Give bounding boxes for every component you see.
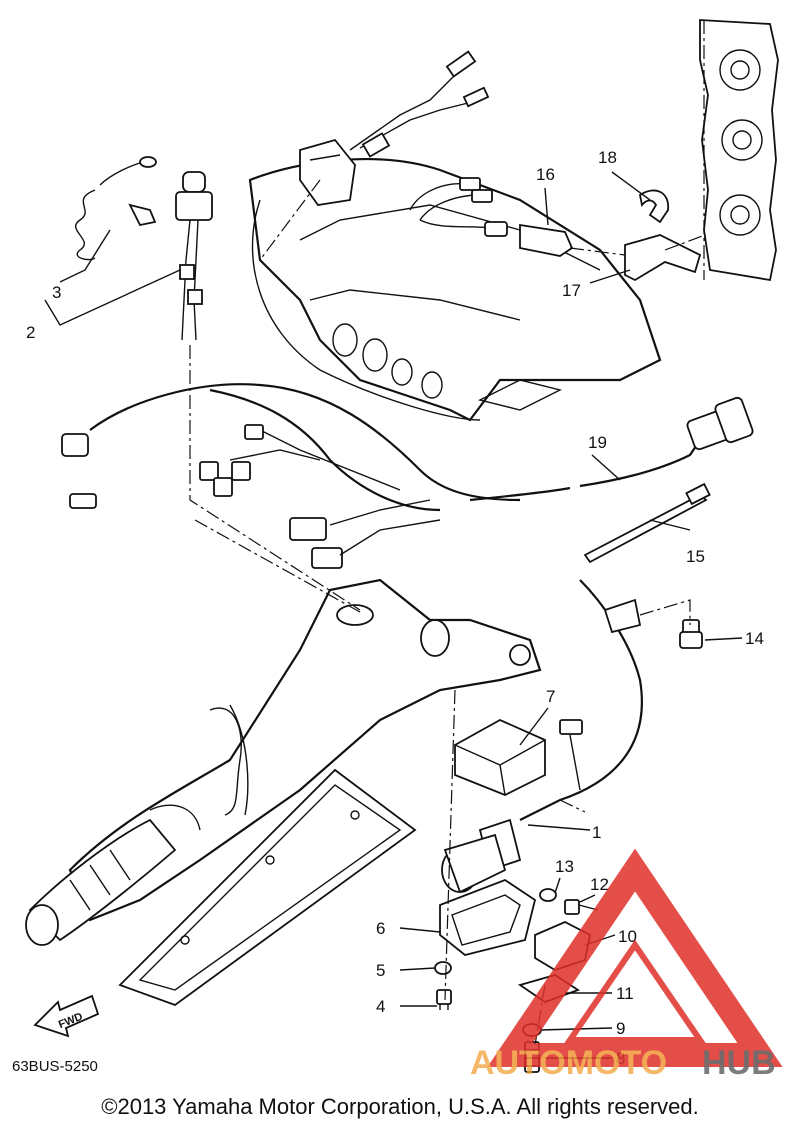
callout-2: 2: [26, 323, 35, 342]
callout-12: 12: [590, 875, 609, 894]
callout-19: 19: [588, 433, 607, 452]
switch-cover-part: [454, 718, 583, 796]
callout-7: 7: [546, 687, 555, 706]
callout-18: 18: [598, 148, 617, 167]
steering-cover-plate-part: [118, 768, 417, 1007]
callout-16: 16: [536, 165, 555, 184]
washer-5-part: [434, 961, 452, 975]
callout-15: 15: [686, 547, 705, 566]
bracket-part: [624, 234, 702, 282]
watermark-logo: AUTOMOTO HUB: [470, 848, 783, 1082]
engine-stop-switch-part: [175, 171, 213, 341]
assembly-centerlines: [189, 179, 706, 1046]
wire-harness-part: [61, 383, 521, 569]
bolt-part: [679, 619, 703, 649]
callout-5: 5: [376, 961, 385, 980]
cable-tie-part: [583, 482, 711, 564]
watermark-brand-a: AUTOMOTO: [470, 1044, 667, 1082]
callout-17: 17: [562, 281, 581, 300]
callout-10: 10: [618, 927, 637, 946]
callout-4: 4: [376, 997, 385, 1016]
engine-stop-lanyard-part: [75, 156, 157, 261]
callout-1: 1: [592, 823, 601, 842]
callout-13: 13: [555, 857, 574, 876]
fwd-arrow-icon: FWD: [33, 994, 100, 1038]
throttle-grip-part: [25, 818, 177, 946]
callout-6: 6: [376, 919, 385, 938]
cylinder-block-part: [699, 19, 779, 282]
harness-wires-top: [349, 50, 490, 158]
main-switch-part: [441, 818, 522, 894]
callout-14: 14: [745, 629, 764, 648]
callout-labels: 1 2 3 4 5 6 7 8 9 10 11 12 13 14 15 16 1…: [26, 148, 764, 1068]
washer-13-part: [539, 888, 557, 902]
extension-lead-part: [469, 396, 754, 502]
copyright-notice: ©2013 Yamaha Motor Corporation, U.S.A. A…: [101, 1094, 699, 1119]
switch-bracket-part: [439, 878, 537, 956]
thermoswitch-part: [409, 177, 574, 257]
bolt-4-part: [436, 989, 452, 1010]
callout-3: 3: [52, 283, 61, 302]
drawing-code: 63BUS-5250: [12, 1058, 98, 1075]
watermark-brand-b: HUB: [702, 1044, 776, 1082]
callout-9: 9: [616, 1019, 625, 1038]
callout-11: 11: [616, 984, 634, 1003]
main-switch-lead: [519, 579, 643, 821]
steering-handle-part: [68, 578, 542, 922]
